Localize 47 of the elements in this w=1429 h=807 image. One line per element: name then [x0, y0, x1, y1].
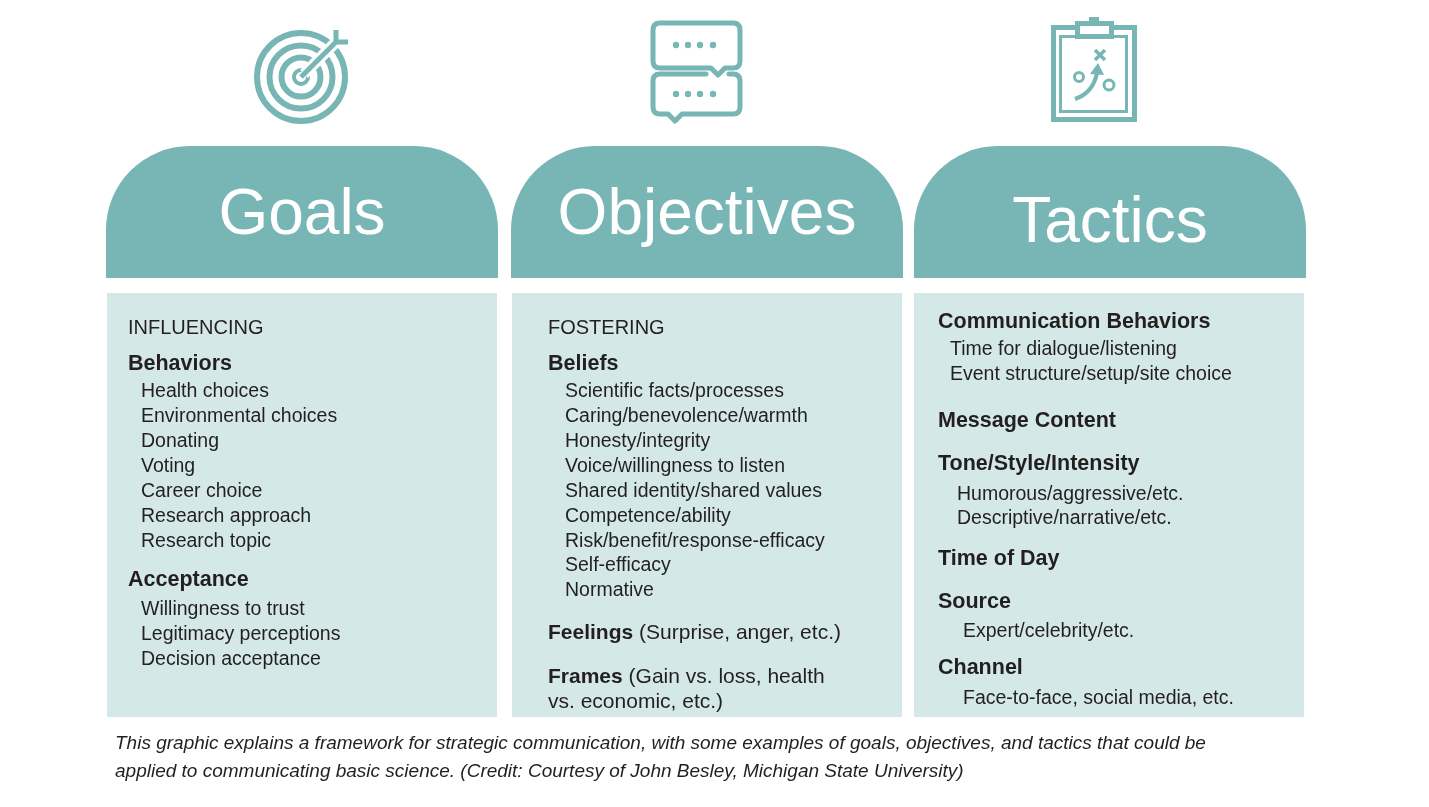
list-item: Willingness to trust — [141, 595, 305, 621]
section-heading: Communication Behaviors — [938, 308, 1211, 334]
section-heading: Time of Day — [938, 545, 1060, 571]
list-item: Donating — [141, 427, 220, 453]
list-item: Decision acceptance — [141, 645, 321, 671]
category-label: INFLUENCING — [128, 314, 264, 340]
list-item: Health choices — [141, 377, 269, 403]
section-heading: Beliefs — [548, 350, 619, 376]
content-panel — [512, 293, 902, 717]
list-item: Environmental choices — [141, 402, 338, 428]
list-item: Voting — [141, 452, 196, 478]
section-heading: Behaviors — [128, 350, 232, 376]
content-panel — [914, 293, 1304, 717]
section-heading: Frames (Gain vs. loss, health vs. economic, etc.) — [548, 662, 826, 713]
section-heading: Channel — [938, 654, 1023, 680]
column-title: Goals — [218, 180, 386, 244]
list-item: Research approach — [141, 502, 312, 528]
list-item: Research topic — [141, 527, 272, 553]
list-item: Normative — [565, 576, 654, 602]
header-tab — [511, 146, 903, 278]
column-title: Tactics — [1012, 188, 1208, 252]
list-item: Face-to-face, social media, etc. — [963, 684, 1234, 710]
category-label: FOSTERING — [548, 314, 665, 340]
content-panel — [107, 293, 497, 717]
list-item: Descriptive/narrative/etc. — [957, 504, 1172, 530]
list-item: Honesty/integrity — [565, 427, 711, 453]
list-item: Scientific facts/processes — [565, 377, 784, 403]
section-heading: Tone/Style/Intensity — [938, 450, 1140, 476]
list-item: Voice/willingness to listen — [565, 452, 786, 478]
list-item: Time for dialogue/listening — [950, 335, 1177, 361]
section-heading: Message Content — [938, 407, 1116, 433]
list-item: Event structure/setup/site choice — [950, 360, 1232, 386]
list-item: Self-efficacy — [565, 551, 671, 577]
header-tab — [106, 146, 498, 278]
list-item: Career choice — [141, 477, 263, 503]
list-item: Expert/celebrity/etc. — [963, 617, 1135, 643]
list-item: Legitimacy perceptions — [141, 620, 341, 646]
caption: This graphic explains a framework for strategic communication, with some examples of goals, objectives, and tactics that could be applied to communicating basic science. (Credit: Courtesy of John Besley, Michigan State University) — [115, 731, 1207, 783]
section-heading: Feelings (Surprise, anger, etc.) — [548, 618, 842, 644]
section-heading: Acceptance — [128, 566, 249, 592]
list-item: Humorous/aggressive/etc. — [957, 480, 1184, 506]
list-item: Shared identity/shared values — [565, 477, 822, 503]
list-item: Caring/benevolence/warmth — [565, 402, 808, 428]
header-tab — [914, 146, 1306, 278]
section-heading: Source — [938, 588, 1011, 614]
list-item: Risk/benefit/response-efficacy — [565, 527, 825, 553]
list-item: Competence/ability — [565, 502, 731, 528]
